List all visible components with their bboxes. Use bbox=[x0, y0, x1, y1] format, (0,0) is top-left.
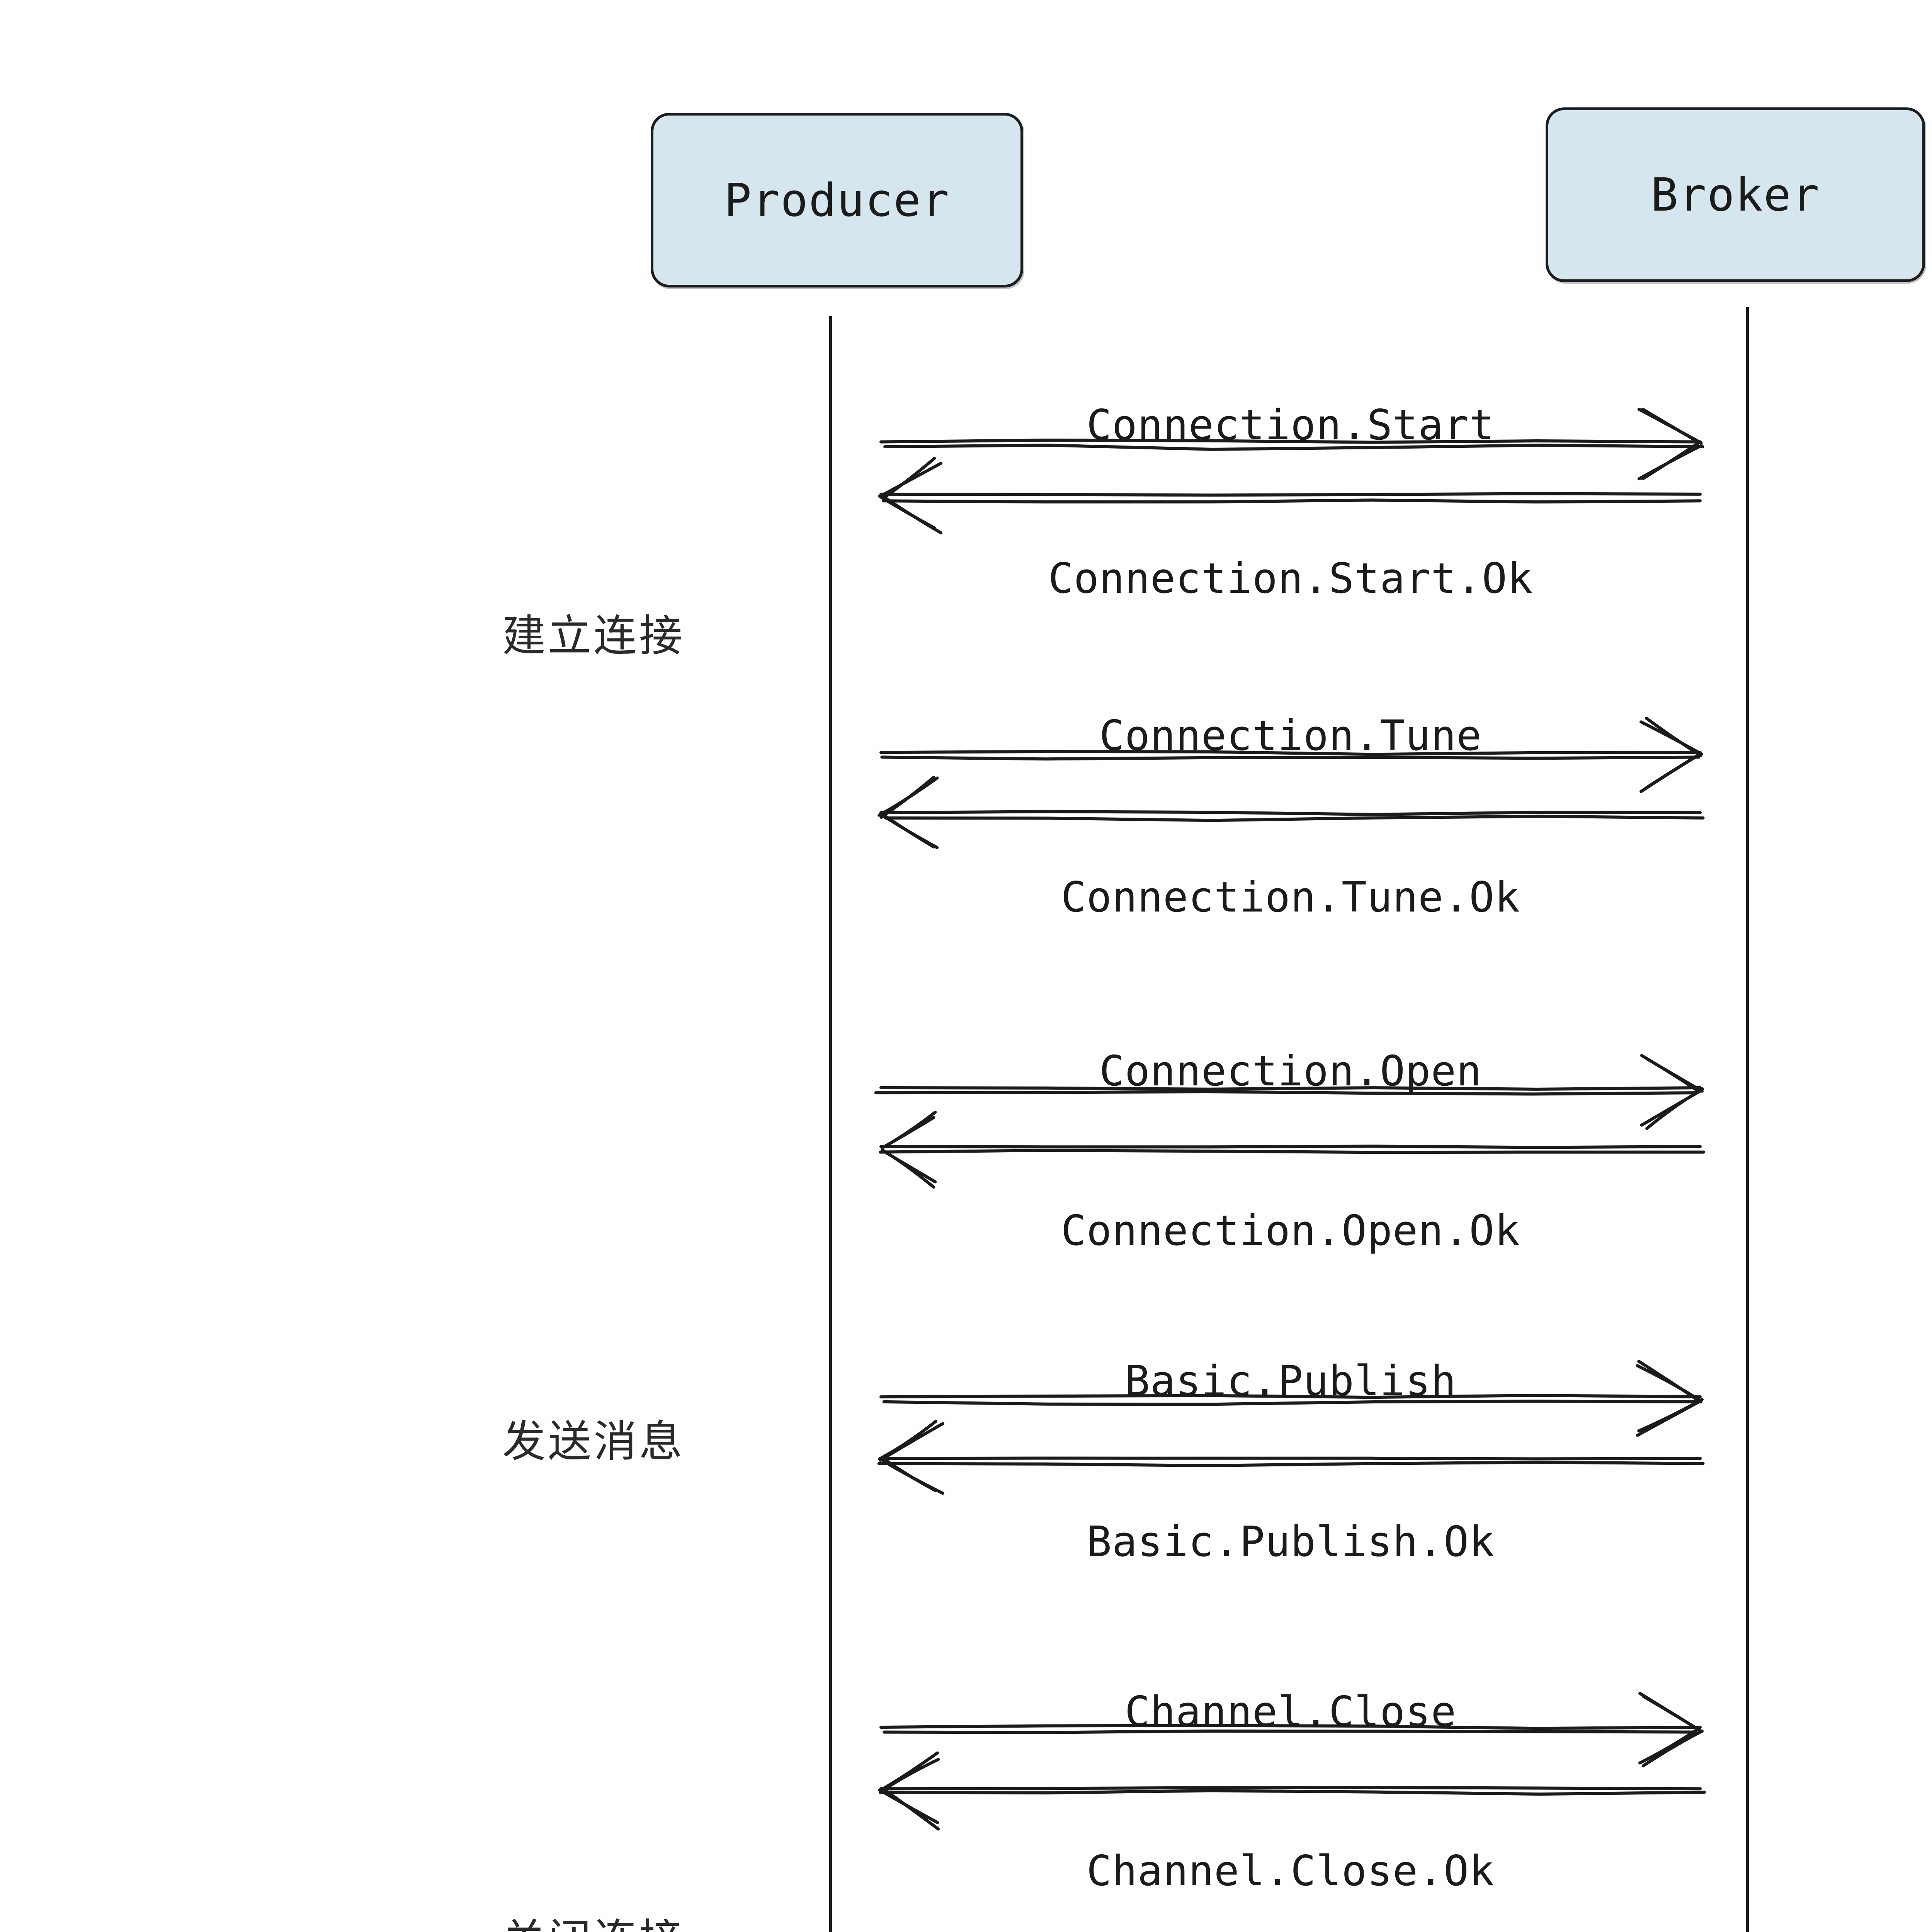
lifeline-producer bbox=[829, 316, 832, 1932]
group-label-close-connection: 关闭连接 bbox=[502, 1905, 685, 1932]
message-label: Connection.Tune.Ok bbox=[1061, 873, 1520, 922]
group-label-establish-connection: 建立连接 bbox=[502, 601, 685, 663]
message-label: Connection.Tune bbox=[1099, 712, 1482, 760]
group-label-send-message: 发送消息 bbox=[502, 1406, 685, 1469]
message-label: Channel.Close bbox=[1125, 1688, 1456, 1736]
message-label: Connection.Open bbox=[1099, 1047, 1482, 1095]
message-label: Basic.Publish.Ok bbox=[1087, 1518, 1495, 1566]
message-label: Connection.Start bbox=[1087, 401, 1495, 449]
lifeline-broker bbox=[1746, 307, 1749, 1932]
participant-box-producer[interactable]: Producer bbox=[651, 113, 1023, 287]
message-label: Basic.Publish bbox=[1125, 1357, 1456, 1405]
participant-label-producer: Producer bbox=[724, 173, 950, 227]
participant-box-broker[interactable]: Broker bbox=[1546, 107, 1925, 282]
message-label: Connection.Start.Ok bbox=[1048, 554, 1533, 603]
message-label: Channel.Close.Ok bbox=[1087, 1847, 1495, 1895]
message-label: Connection.Open.Ok bbox=[1061, 1207, 1520, 1255]
participant-label-broker: Broker bbox=[1651, 168, 1820, 221]
